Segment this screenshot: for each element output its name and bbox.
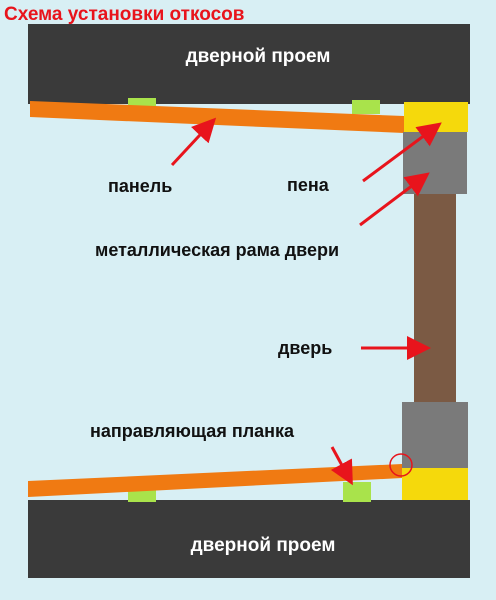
panel-label: панель <box>108 176 173 196</box>
bottom-opening-label: дверной проем <box>190 535 336 556</box>
door-label: дверь <box>278 338 333 358</box>
arrow-guide-strip <box>330 446 353 486</box>
top-opening-block <box>28 24 470 104</box>
top-opening-label: дверной проем <box>185 46 331 67</box>
top-panel <box>30 101 404 133</box>
guide-strip-label: направляющая планка <box>90 421 295 441</box>
top-guide-strip-left <box>128 98 156 108</box>
guide-joint-circle <box>389 453 413 477</box>
foam-label: пена <box>287 175 329 195</box>
metal-frame-label: металлическая рама двери <box>95 240 340 260</box>
diagram-title: Схема установки откосов <box>4 4 245 25</box>
top-guide-strip-right <box>352 100 380 114</box>
bottom-foam <box>402 468 468 500</box>
door-leaf <box>414 194 456 402</box>
bottom-panel <box>28 464 402 497</box>
bottom-guide-strip-right <box>343 482 371 502</box>
arrow-panel <box>170 117 217 167</box>
arrow-foam <box>362 122 442 183</box>
bottom-opening-block <box>28 500 470 578</box>
bottom-metal-frame <box>402 402 468 468</box>
arrow-metal-frame <box>359 172 430 227</box>
